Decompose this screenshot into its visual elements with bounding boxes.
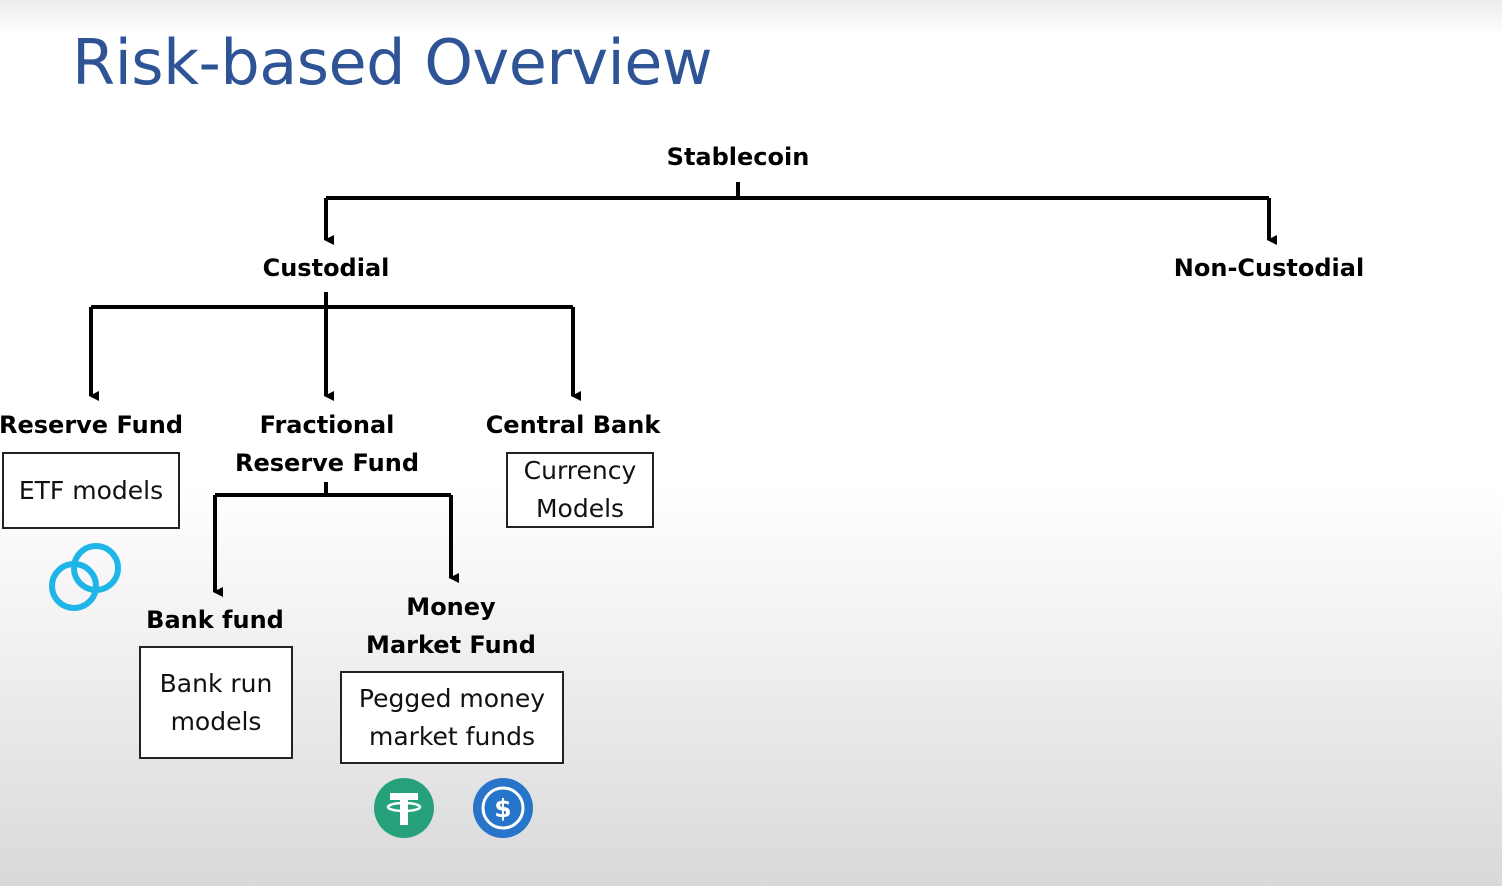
node-reserve-fund-label: Reserve Fund [0, 411, 183, 439]
box-bank-run-models-line-2: models [170, 706, 262, 736]
box-pegged-money-market-funds-line-1: Pegged money [358, 683, 546, 713]
node-custodial-label: Custodial [262, 254, 390, 282]
box-etf-models: ETF models [2, 452, 180, 529]
node-reserve-fund: Reserve Fund [0, 406, 183, 444]
box-bank-run-models: Bank run models [139, 646, 293, 759]
box-pegged-money-market-funds: Pegged money market funds [340, 671, 564, 764]
node-fractional-reserve-fund: Fractional Reserve Fund [235, 406, 419, 482]
box-etf-models-label: ETF models [18, 475, 164, 505]
box-bank-run-models-line-1: Bank run [159, 668, 273, 698]
node-central-bank: Central Bank [486, 406, 661, 444]
box-pegged-money-market-funds-line-2: market funds [368, 721, 536, 751]
svg-text:$: $ [494, 794, 511, 823]
box-currency-models-line-1: Currency [523, 456, 637, 485]
node-stablecoin-label: Stablecoin [666, 143, 810, 171]
node-custodial: Custodial [263, 249, 390, 287]
node-non-custodial: Non-Custodial [1174, 249, 1364, 287]
node-bank-fund-label: Bank fund [146, 606, 284, 634]
gemini-dollar-logo [49, 543, 121, 611]
node-non-custodial-label: Non-Custodial [1173, 254, 1365, 282]
box-currency-models: Currency Models [506, 452, 654, 528]
node-bank-fund: Bank fund [146, 601, 284, 639]
page-title: Risk-based Overview [72, 26, 713, 99]
node-money-market-fund-line-1: Money [406, 593, 496, 621]
box-currency-models-line-2: Models [535, 494, 625, 523]
usd-coin-logo: $ [473, 778, 533, 838]
node-central-bank-label: Central Bank [485, 411, 661, 439]
tether-logo [374, 778, 434, 838]
node-stablecoin: Stablecoin [667, 138, 810, 176]
node-fractional-reserve-fund-line-1: Fractional [259, 411, 395, 439]
node-money-market-fund-line-2: Market Fund [366, 631, 536, 659]
node-money-market-fund: Money Market Fund [366, 588, 536, 664]
node-fractional-reserve-fund-line-2: Reserve Fund [235, 449, 419, 477]
